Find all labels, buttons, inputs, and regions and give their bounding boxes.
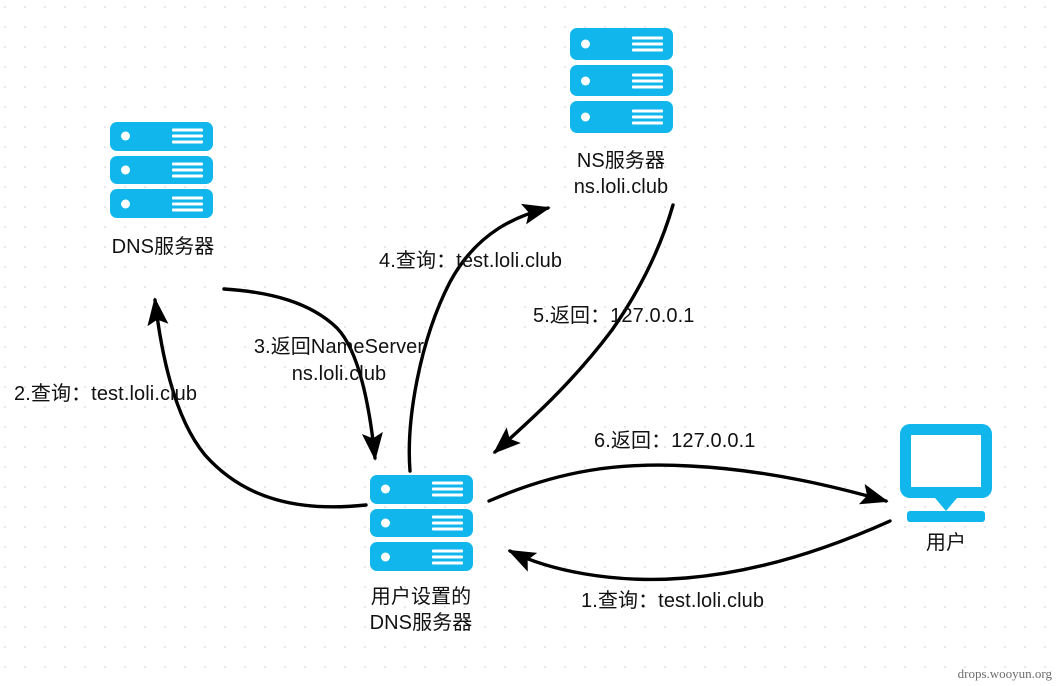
- monitor-icon-user[interactable]: [900, 424, 992, 522]
- server-led-icon: [121, 131, 131, 141]
- edge-label-1: 1.查询：test.loli.club: [581, 590, 765, 612]
- edge-6-path: [487, 463, 889, 505]
- server-unit: [570, 64, 673, 97]
- server-vents-icon: [171, 196, 203, 212]
- node-label-local-dns-server: 用户设置的 DNS服务器: [369, 586, 473, 634]
- edge-label-4: 4.查询：test.loli.club: [379, 250, 563, 272]
- node-label-ns-server: NS服务器 ns.loli.club: [573, 150, 669, 198]
- server-vents-icon: [431, 549, 463, 565]
- server-vents-icon: [171, 128, 203, 144]
- monitor-neck: [900, 498, 992, 511]
- edge-4-path: [407, 203, 551, 473]
- server-led-icon: [381, 552, 391, 562]
- server-led-icon: [581, 112, 591, 122]
- server-unit: [110, 155, 213, 185]
- edge-2-path: [147, 297, 368, 509]
- server-icon-dns-server[interactable]: [110, 122, 213, 219]
- server-led-icon: [381, 484, 391, 494]
- server-icon-local-dns-server[interactable]: [370, 475, 473, 572]
- edge-label-3: 3.返回NameServer ns.loli.club: [253, 336, 425, 385]
- node-label-dns-server: DNS服务器: [111, 236, 215, 258]
- server-unit: [370, 475, 473, 504]
- server-vents-icon: [631, 36, 663, 52]
- server-vents-icon: [431, 515, 463, 531]
- server-unit: [370, 508, 473, 538]
- server-vents-icon: [171, 162, 203, 178]
- node-label-user: 用户: [925, 532, 967, 554]
- server-vents-icon: [631, 73, 663, 88]
- watermark: drops.wooyun.org: [957, 666, 1052, 681]
- server-led-icon: [581, 39, 591, 49]
- server-vents-icon: [431, 481, 463, 497]
- server-led-icon: [121, 199, 131, 209]
- server-unit: [110, 122, 213, 151]
- server-led-icon: [381, 518, 391, 528]
- edge-1-path: [507, 519, 892, 582]
- edge-label-2: 2.查询：test.loli.club: [14, 383, 198, 405]
- server-icon-ns-server[interactable]: [570, 28, 673, 134]
- server-unit: [370, 542, 473, 572]
- edge-3-path: [222, 287, 383, 461]
- server-unit: [570, 101, 673, 134]
- edge-label-6: 6.返回：127.0.0.1: [594, 430, 756, 452]
- monitor-base: [907, 511, 985, 522]
- edge-label-5: 5.返回：127.0.0.1: [533, 305, 695, 327]
- server-led-icon: [121, 165, 131, 175]
- monitor-screen: [900, 424, 992, 498]
- edge-5-path: [492, 203, 675, 454]
- server-unit: [570, 28, 673, 60]
- server-vents-icon: [631, 109, 663, 125]
- server-led-icon: [581, 76, 591, 85]
- server-unit: [110, 189, 213, 219]
